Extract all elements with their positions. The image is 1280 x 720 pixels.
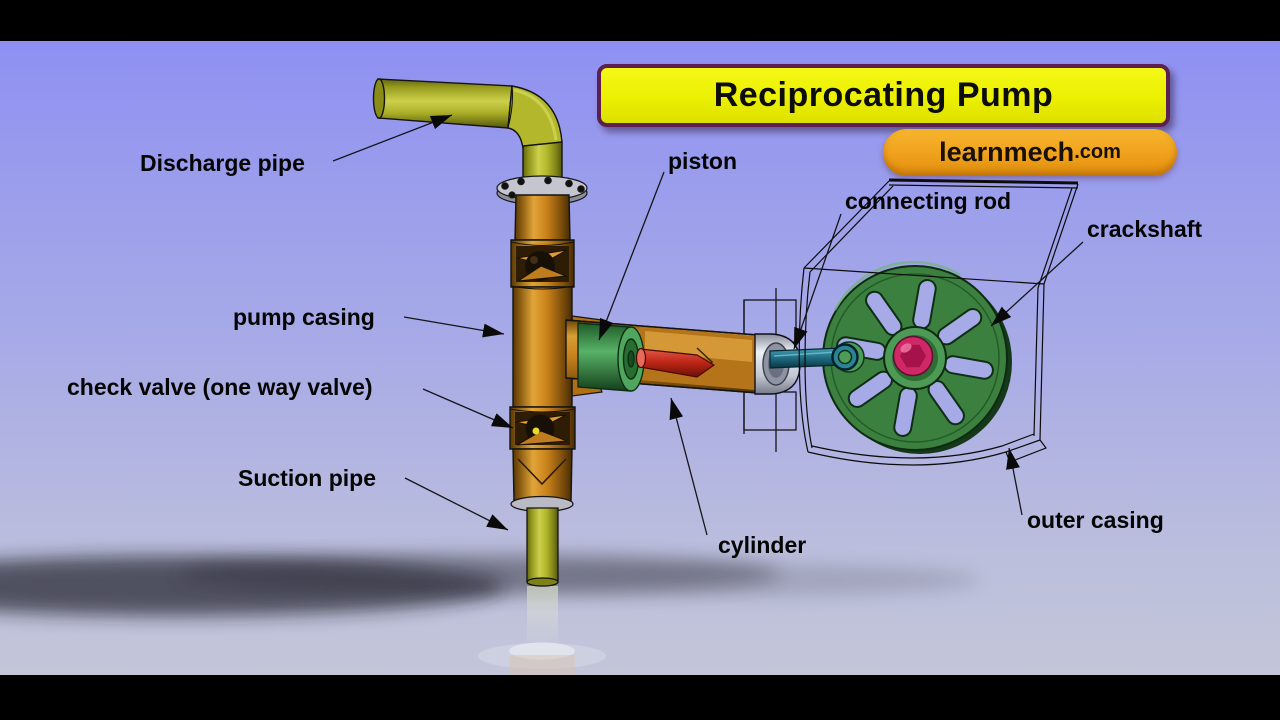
label-discharge-pipe: Discharge pipe — [140, 150, 305, 176]
leader-check-valve — [422, 388, 514, 429]
brand-name: learnmech — [939, 137, 1075, 167]
label-outer-casing: outer casing — [1027, 507, 1164, 533]
leader-discharge-pipe — [332, 114, 453, 162]
suction-pipe-shape — [510, 495, 574, 587]
label-suction-pipe: Suction pipe — [238, 465, 376, 491]
label-check-valve: check valve (one way valve) — [67, 374, 373, 400]
label-pump-casing: pump casing — [233, 304, 375, 330]
pipe-reflection — [478, 586, 606, 676]
check-valve-bottom-shape — [515, 412, 570, 446]
piston-rod-shape — [635, 347, 716, 378]
leader-pump-casing — [403, 316, 505, 338]
label-cylinder: cylinder — [718, 532, 807, 558]
discharge-pipe-shape — [372, 78, 563, 193]
label-crackshaft: crackshaft — [1087, 216, 1203, 242]
letterbox-top — [0, 0, 1280, 41]
label-connecting-rod: connecting rod — [845, 188, 1012, 214]
leader-piston — [598, 171, 665, 341]
leader-crackshaft — [990, 241, 1084, 327]
title-text: Reciprocating Pump — [713, 76, 1054, 114]
letterbox-bottom — [0, 675, 1280, 720]
leader-lines — [332, 114, 1084, 536]
leader-outer-casing — [1006, 447, 1023, 516]
label-piston: piston — [668, 148, 737, 174]
connecting-rod-shape — [769, 341, 865, 373]
check-valve-top-shape — [516, 246, 569, 282]
brand-badge: learnmech.com — [883, 129, 1177, 176]
flywheel-shape — [822, 260, 1012, 454]
ground-shadow — [0, 554, 980, 616]
outer-casing-wireframe — [798, 178, 1079, 466]
crank-hub-shape — [883, 326, 947, 390]
brand-suffix: .com — [1074, 141, 1121, 163]
leader-cylinder — [669, 397, 708, 536]
leader-connecting-rod — [793, 213, 842, 350]
title-banner: Reciprocating Pump — [597, 64, 1170, 127]
piston-shape — [577, 322, 645, 392]
leader-suction-pipe — [404, 477, 509, 531]
